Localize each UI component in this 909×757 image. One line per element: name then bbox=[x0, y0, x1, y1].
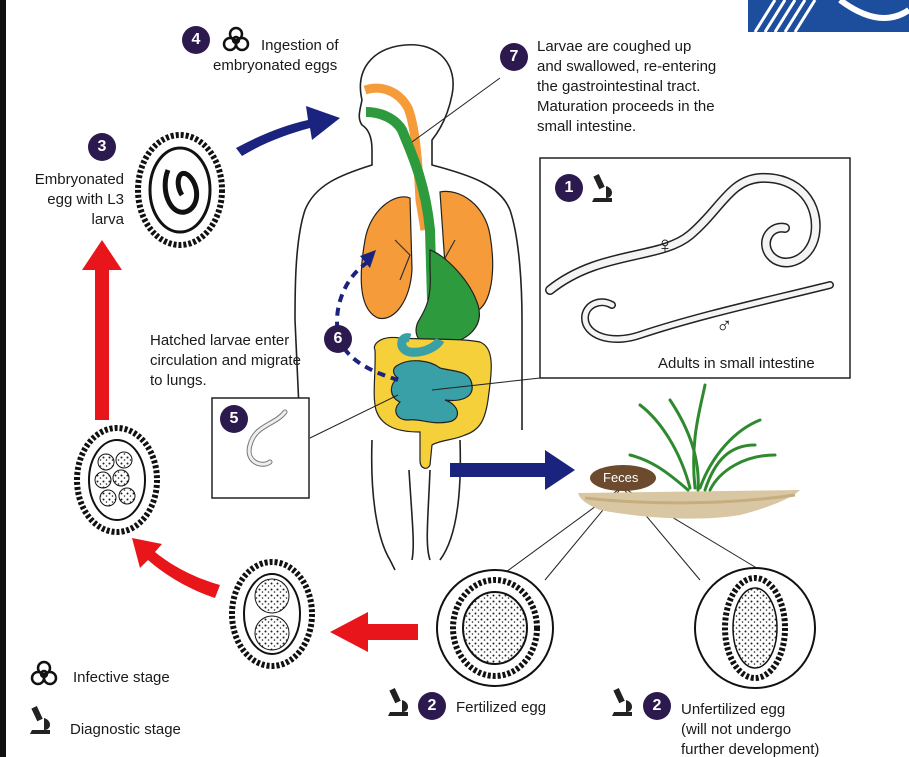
step-badge-1: 1 bbox=[555, 174, 583, 202]
step-badge-2-fertilized: 2 bbox=[418, 692, 446, 720]
unfertilized-egg-label: Unfertilized egg (will not undergo furth… bbox=[681, 700, 861, 757]
legend-diagnostic: Diagnostic stage bbox=[70, 721, 181, 738]
small-intestine bbox=[390, 360, 473, 424]
step3-line2: egg with L3 bbox=[47, 191, 124, 208]
egg-unfertilized bbox=[694, 567, 816, 689]
feces-blob bbox=[590, 465, 656, 491]
blue-arrows bbox=[236, 106, 575, 490]
step3-label: Embryonated egg with L3 larva bbox=[16, 170, 124, 230]
grass bbox=[628, 383, 777, 492]
step6-line1: Hatched larvae enter bbox=[150, 332, 290, 349]
step-badge-2-unfertilized: 2 bbox=[643, 692, 671, 720]
step7-line3: the gastrointestinal tract. bbox=[537, 78, 701, 95]
egg-embryonated bbox=[135, 132, 225, 248]
biohazard-icon bbox=[30, 660, 58, 686]
biohazard-icon bbox=[222, 26, 250, 52]
logo-fragment bbox=[748, 0, 909, 33]
step7-label: Larvae are coughed up and swallowed, re-… bbox=[537, 37, 777, 137]
microscope-icon bbox=[30, 706, 50, 734]
microscope-icon bbox=[388, 688, 408, 716]
male-symbol: ♂ bbox=[716, 313, 733, 338]
migration-arrowhead bbox=[360, 250, 376, 268]
lungs bbox=[360, 190, 494, 319]
unfertilized-line1: Unfertilized egg bbox=[681, 701, 786, 718]
step6-line2: circulation and migrate bbox=[150, 352, 301, 369]
step-badge-7: 7 bbox=[500, 43, 528, 71]
adults-label: Adults in small intestine bbox=[658, 355, 815, 372]
excretion-arrow bbox=[450, 450, 575, 490]
legend-infective: Infective stage bbox=[73, 669, 170, 686]
step6-line3: to lungs. bbox=[150, 372, 207, 389]
step4-label-line1: Ingestion of bbox=[261, 37, 339, 54]
step7-line4: Maturation proceeds in the bbox=[537, 98, 715, 115]
step7-line1: Larvae are coughed up bbox=[537, 38, 692, 55]
step-badge-3: 3 bbox=[88, 133, 116, 161]
ingestion-arrow bbox=[236, 106, 340, 156]
step-badge-6: 6 bbox=[324, 325, 352, 353]
unfertilized-line3: further development) bbox=[681, 741, 820, 757]
step7-line5: small intestine. bbox=[537, 118, 637, 135]
human-body bbox=[294, 44, 523, 571]
left-edge-bar bbox=[0, 0, 6, 757]
red-arrow-to-embryonated bbox=[82, 240, 122, 420]
step-badge-5: 5 bbox=[220, 405, 248, 433]
fertilized-egg-label: Fertilized egg bbox=[456, 699, 547, 716]
step7-line2: and swallowed, re-entering bbox=[537, 58, 717, 75]
egg-two-cell bbox=[229, 559, 315, 669]
unfertilized-line2: (will not undergo bbox=[681, 721, 792, 738]
step3-line1: Embryonated bbox=[34, 171, 124, 188]
airway bbox=[363, 83, 437, 301]
step4-label-line2: embryonated eggs bbox=[213, 57, 338, 74]
red-arrow-to-unembryonated bbox=[330, 612, 418, 652]
step4-label: Ingestion of embryonated eggs bbox=[213, 36, 353, 76]
red-arrow-to-cleavage bbox=[132, 538, 220, 598]
step3-line3: larva bbox=[91, 211, 124, 228]
egg-multicell bbox=[74, 425, 160, 535]
red-arrows bbox=[82, 240, 418, 652]
microscope-icon bbox=[612, 688, 632, 716]
female-symbol: ♀ bbox=[656, 232, 674, 259]
egg-fertilized bbox=[436, 569, 554, 687]
step-badge-4: 4 bbox=[182, 26, 210, 54]
microscope-icon bbox=[592, 174, 612, 202]
duodenum bbox=[397, 333, 445, 357]
feces-label: Feces bbox=[603, 470, 639, 485]
adults-panel bbox=[539, 157, 851, 379]
soil bbox=[578, 465, 800, 519]
step6-label: Hatched larvae enter circulation and mig… bbox=[150, 331, 340, 391]
